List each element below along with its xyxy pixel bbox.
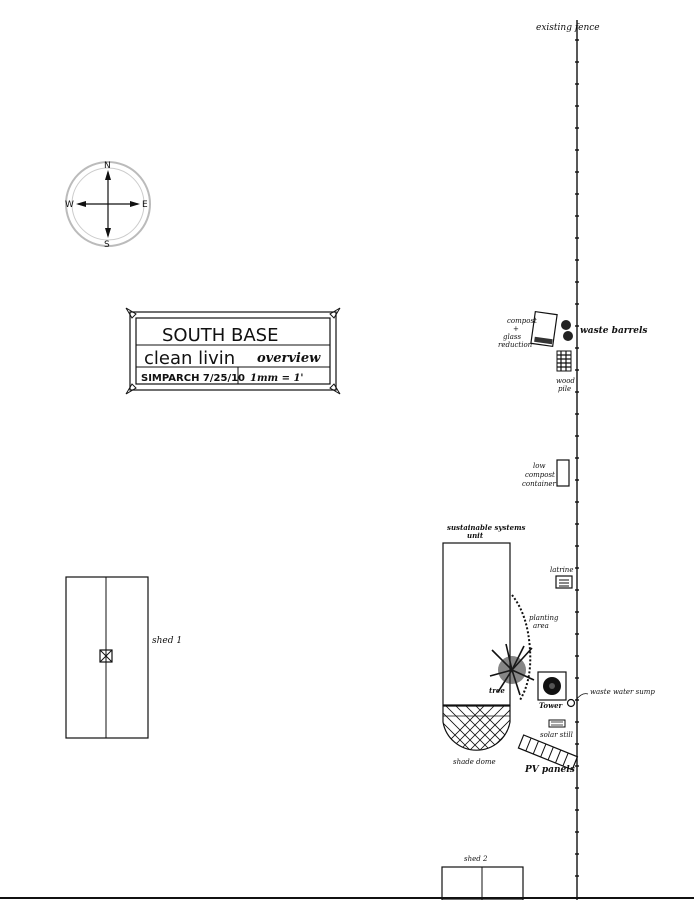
compost-label-2: +	[513, 325, 519, 333]
pv-panels: PV panels	[517, 734, 579, 775]
compost-label-4: reduction	[498, 341, 533, 349]
wood-pile-label-1: wood	[556, 377, 575, 385]
waste-barrels: waste barrels	[561, 320, 647, 341]
waste-barrels-label: waste barrels	[580, 326, 647, 336]
low-compost-label-3: container	[522, 480, 557, 488]
planting-area: planting area	[511, 594, 559, 701]
compass-east: E	[142, 200, 148, 210]
compass-rose: N S E W	[65, 161, 151, 250]
shed-1: shed 1	[65, 576, 182, 739]
shade-dome: shade dome	[442, 705, 511, 766]
shed-2: shed 2	[441, 855, 524, 900]
planting-area-label-1: planting	[529, 614, 559, 622]
low-compost-label-2: compost	[525, 471, 555, 479]
wood-pile-label-2: pile	[558, 385, 571, 393]
shed-1-label: shed 1	[152, 636, 182, 646]
fence-posts	[575, 39, 579, 877]
title-line-3a: SIMPARCH 7/25/10	[141, 373, 245, 384]
solar-still-label: solar still	[540, 731, 573, 739]
title-line-3b: 1mm = 1'	[250, 373, 303, 384]
existing-fence-label: existing fence	[536, 23, 600, 33]
title-line-1: SOUTH BASE	[162, 325, 278, 346]
ssu-label-2: unit	[467, 531, 484, 540]
low-compost-container: low compost container	[522, 459, 570, 488]
tree: tree	[489, 643, 535, 696]
shed-2-label: shed 2	[464, 855, 488, 863]
existing-fence: existing fence	[536, 20, 600, 900]
compost-glass-reduction: compost + glass reduction	[498, 310, 558, 349]
compost-label-1: compost	[507, 317, 537, 325]
compass-north: N	[104, 161, 111, 171]
wood-pile: wood pile	[556, 350, 575, 393]
low-compost-label-1: low	[533, 462, 545, 470]
latrine: latrine	[550, 566, 573, 589]
waste-water-sump: waste water sump	[566, 688, 655, 708]
tower-label: Tower	[539, 701, 564, 710]
planting-area-label-2: area	[533, 622, 549, 630]
title-block: SOUTH BASE clean livin overview SIMPARCH…	[125, 307, 341, 395]
compost-label-3: glass	[503, 333, 521, 341]
waste-water-sump-label: waste water sump	[590, 688, 655, 696]
solar-still: solar still	[540, 719, 573, 739]
compass-west: W	[65, 200, 74, 210]
compass-south: S	[104, 240, 110, 250]
latrine-label: latrine	[550, 566, 573, 574]
title-line-2a: clean livin	[144, 348, 235, 369]
shade-dome-label: shade dome	[453, 758, 496, 766]
pv-panels-label: PV panels	[524, 765, 575, 775]
tree-label: tree	[489, 686, 505, 695]
title-line-2b: overview	[257, 351, 321, 366]
sustainable-systems-unit: sustainable systems unit	[442, 523, 526, 706]
ssu-label-1: sustainable systems	[447, 523, 526, 532]
tower: Tower	[537, 671, 567, 710]
